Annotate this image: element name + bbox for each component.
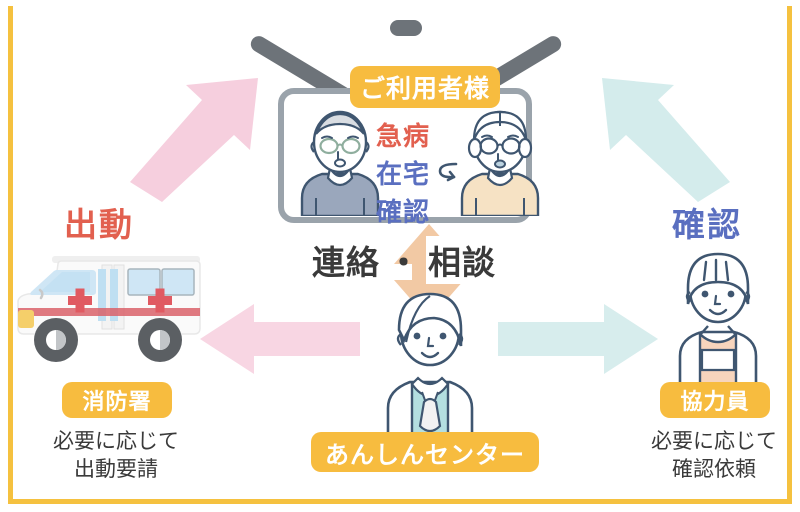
badge-helper: 協力員 [660,382,770,418]
frame-top-gap [0,0,800,6]
arrow-up-left-icon [130,78,258,202]
operator-person-icon [386,292,474,458]
caption-left-line1: 必要に応じて [53,430,179,453]
roof-ridge-cap [390,20,422,36]
label-kakunin-house: 確認 [376,197,431,227]
center-link-left: 連絡 [310,236,382,284]
label-zaitaku: 在宅 [376,159,431,189]
badge-fire-station: 消防署 [62,382,172,418]
caption-left: 必要に応じて 出動要請 [26,428,206,483]
heading-confirm: 確認 [672,206,742,243]
badge-user: ご利用者様 [350,66,500,108]
waving-hand-icon [438,162,458,182]
ambulance-icon [17,256,201,362]
center-link-right: 相談 [426,236,498,284]
badge-anshin-center: あんしんセンター [311,432,539,472]
label-kyubyo: 急病 [376,121,431,151]
arrow-right-icon [498,304,658,374]
arrow-up-right-icon [602,78,730,202]
elderly-man-icon [300,110,380,216]
caption-right-line1: 必要に応じて [651,430,777,453]
elderly-woman-icon [460,110,540,216]
center-link-text: 連絡 ・ 相談 [310,236,498,284]
heading-dispatch: 出動 [64,206,134,243]
caption-left-line2: 出動要請 [74,457,158,481]
caption-right: 必要に応じて 確認依頼 [624,428,800,483]
house-container: 急病 在宅 確認 ご利用者様 [247,18,565,230]
center-link-separator: ・ [387,244,421,281]
arrow-left-icon [200,304,360,374]
caption-right-line2: 確認依頼 [672,457,756,481]
helper-person-icon [678,252,758,398]
